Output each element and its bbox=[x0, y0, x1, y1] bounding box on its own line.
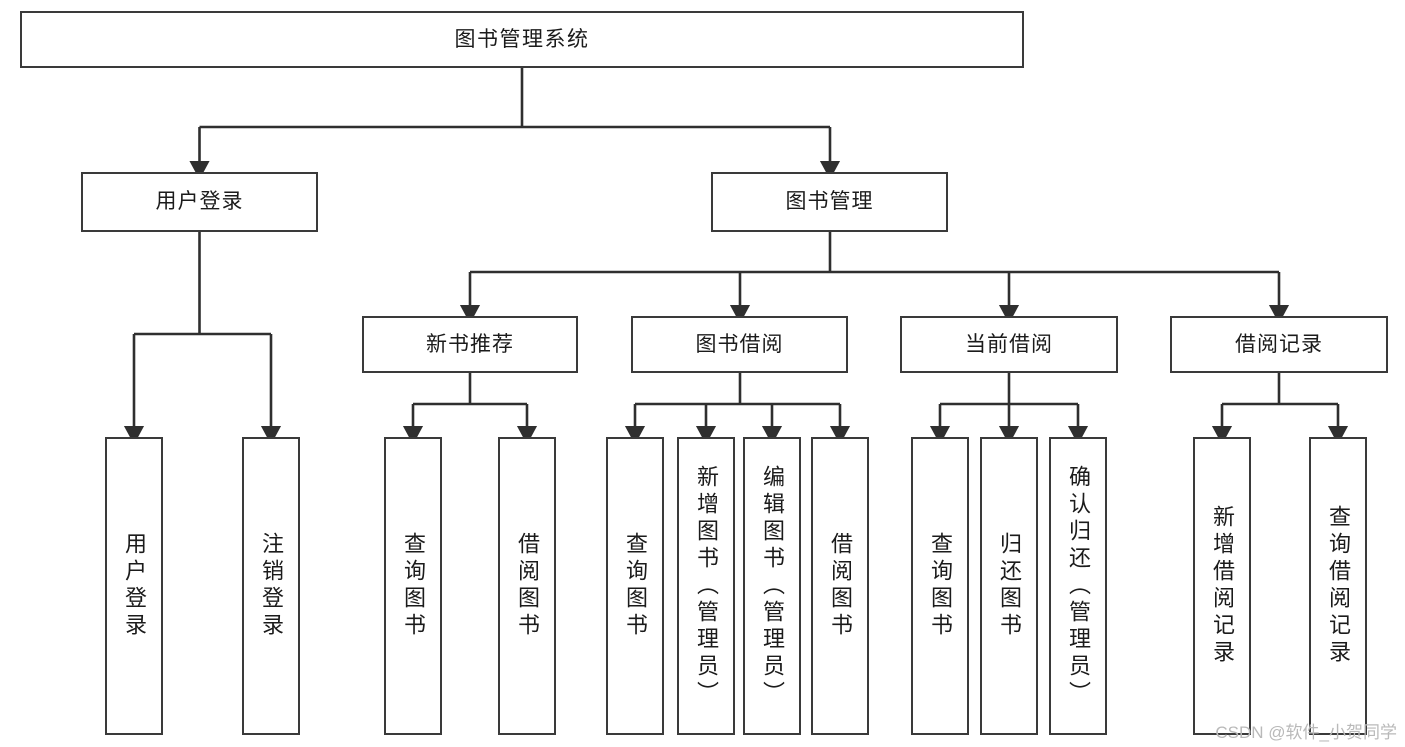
node-new-book-recommend[interactable]: 新书推荐 bbox=[362, 316, 578, 373]
node-label: 当前借阅 bbox=[965, 332, 1053, 356]
node-label: 归还图书 bbox=[997, 532, 1022, 640]
node-label: 用户登录 bbox=[155, 190, 244, 214]
node-label: 注销登录 bbox=[259, 532, 284, 640]
leaf-user-login-login[interactable]: 用户登录 bbox=[105, 437, 163, 735]
leaf-current-borrow-return[interactable]: 归还图书 bbox=[980, 437, 1038, 735]
node-label: 查询图书 bbox=[401, 532, 426, 640]
leaf-borrow-record-query[interactable]: 查询借阅记录 bbox=[1309, 437, 1367, 735]
node-root-system[interactable]: 图书管理系统 bbox=[20, 11, 1024, 68]
node-label: 新增图书（管理员） bbox=[694, 464, 719, 708]
leaf-book-borrow-edit[interactable]: 编辑图书（管理员） bbox=[743, 437, 801, 735]
node-label: 查询图书 bbox=[928, 532, 953, 640]
node-label: 查询图书 bbox=[623, 532, 648, 640]
node-label: 图书管理系统 bbox=[454, 27, 590, 51]
leaf-book-borrow-add[interactable]: 新增图书（管理员） bbox=[677, 437, 735, 735]
node-label: 借阅图书 bbox=[828, 532, 853, 640]
leaf-new-book-borrow[interactable]: 借阅图书 bbox=[498, 437, 556, 735]
node-label: 新书推荐 bbox=[426, 332, 514, 356]
node-user-login[interactable]: 用户登录 bbox=[81, 172, 318, 232]
leaf-book-borrow-query[interactable]: 查询图书 bbox=[606, 437, 664, 735]
leaf-book-borrow-borrow[interactable]: 借阅图书 bbox=[811, 437, 869, 735]
node-label: 借阅记录 bbox=[1235, 332, 1323, 356]
node-borrow-record[interactable]: 借阅记录 bbox=[1170, 316, 1388, 373]
leaf-new-book-query[interactable]: 查询图书 bbox=[384, 437, 442, 735]
node-label: 图书借阅 bbox=[695, 332, 784, 356]
node-label: 用户登录 bbox=[122, 532, 147, 640]
leaf-borrow-record-add[interactable]: 新增借阅记录 bbox=[1193, 437, 1251, 735]
node-label: 查询借阅记录 bbox=[1326, 505, 1351, 667]
node-label: 新增借阅记录 bbox=[1210, 505, 1235, 667]
leaf-current-borrow-confirm-return[interactable]: 确认归还（管理员） bbox=[1049, 437, 1107, 735]
node-label: 编辑图书（管理员） bbox=[760, 464, 785, 708]
node-label: 确认归还（管理员） bbox=[1066, 464, 1091, 708]
node-current-borrow[interactable]: 当前借阅 bbox=[900, 316, 1118, 373]
csdn-watermark: CSDN @软件_小贺同学 bbox=[1215, 723, 1397, 742]
node-book-borrow[interactable]: 图书借阅 bbox=[631, 316, 848, 373]
node-label: 借阅图书 bbox=[515, 532, 540, 640]
leaf-current-borrow-query[interactable]: 查询图书 bbox=[911, 437, 969, 735]
node-label: 图书管理 bbox=[785, 190, 874, 214]
node-book-management[interactable]: 图书管理 bbox=[711, 172, 948, 232]
leaf-user-login-logout[interactable]: 注销登录 bbox=[242, 437, 300, 735]
